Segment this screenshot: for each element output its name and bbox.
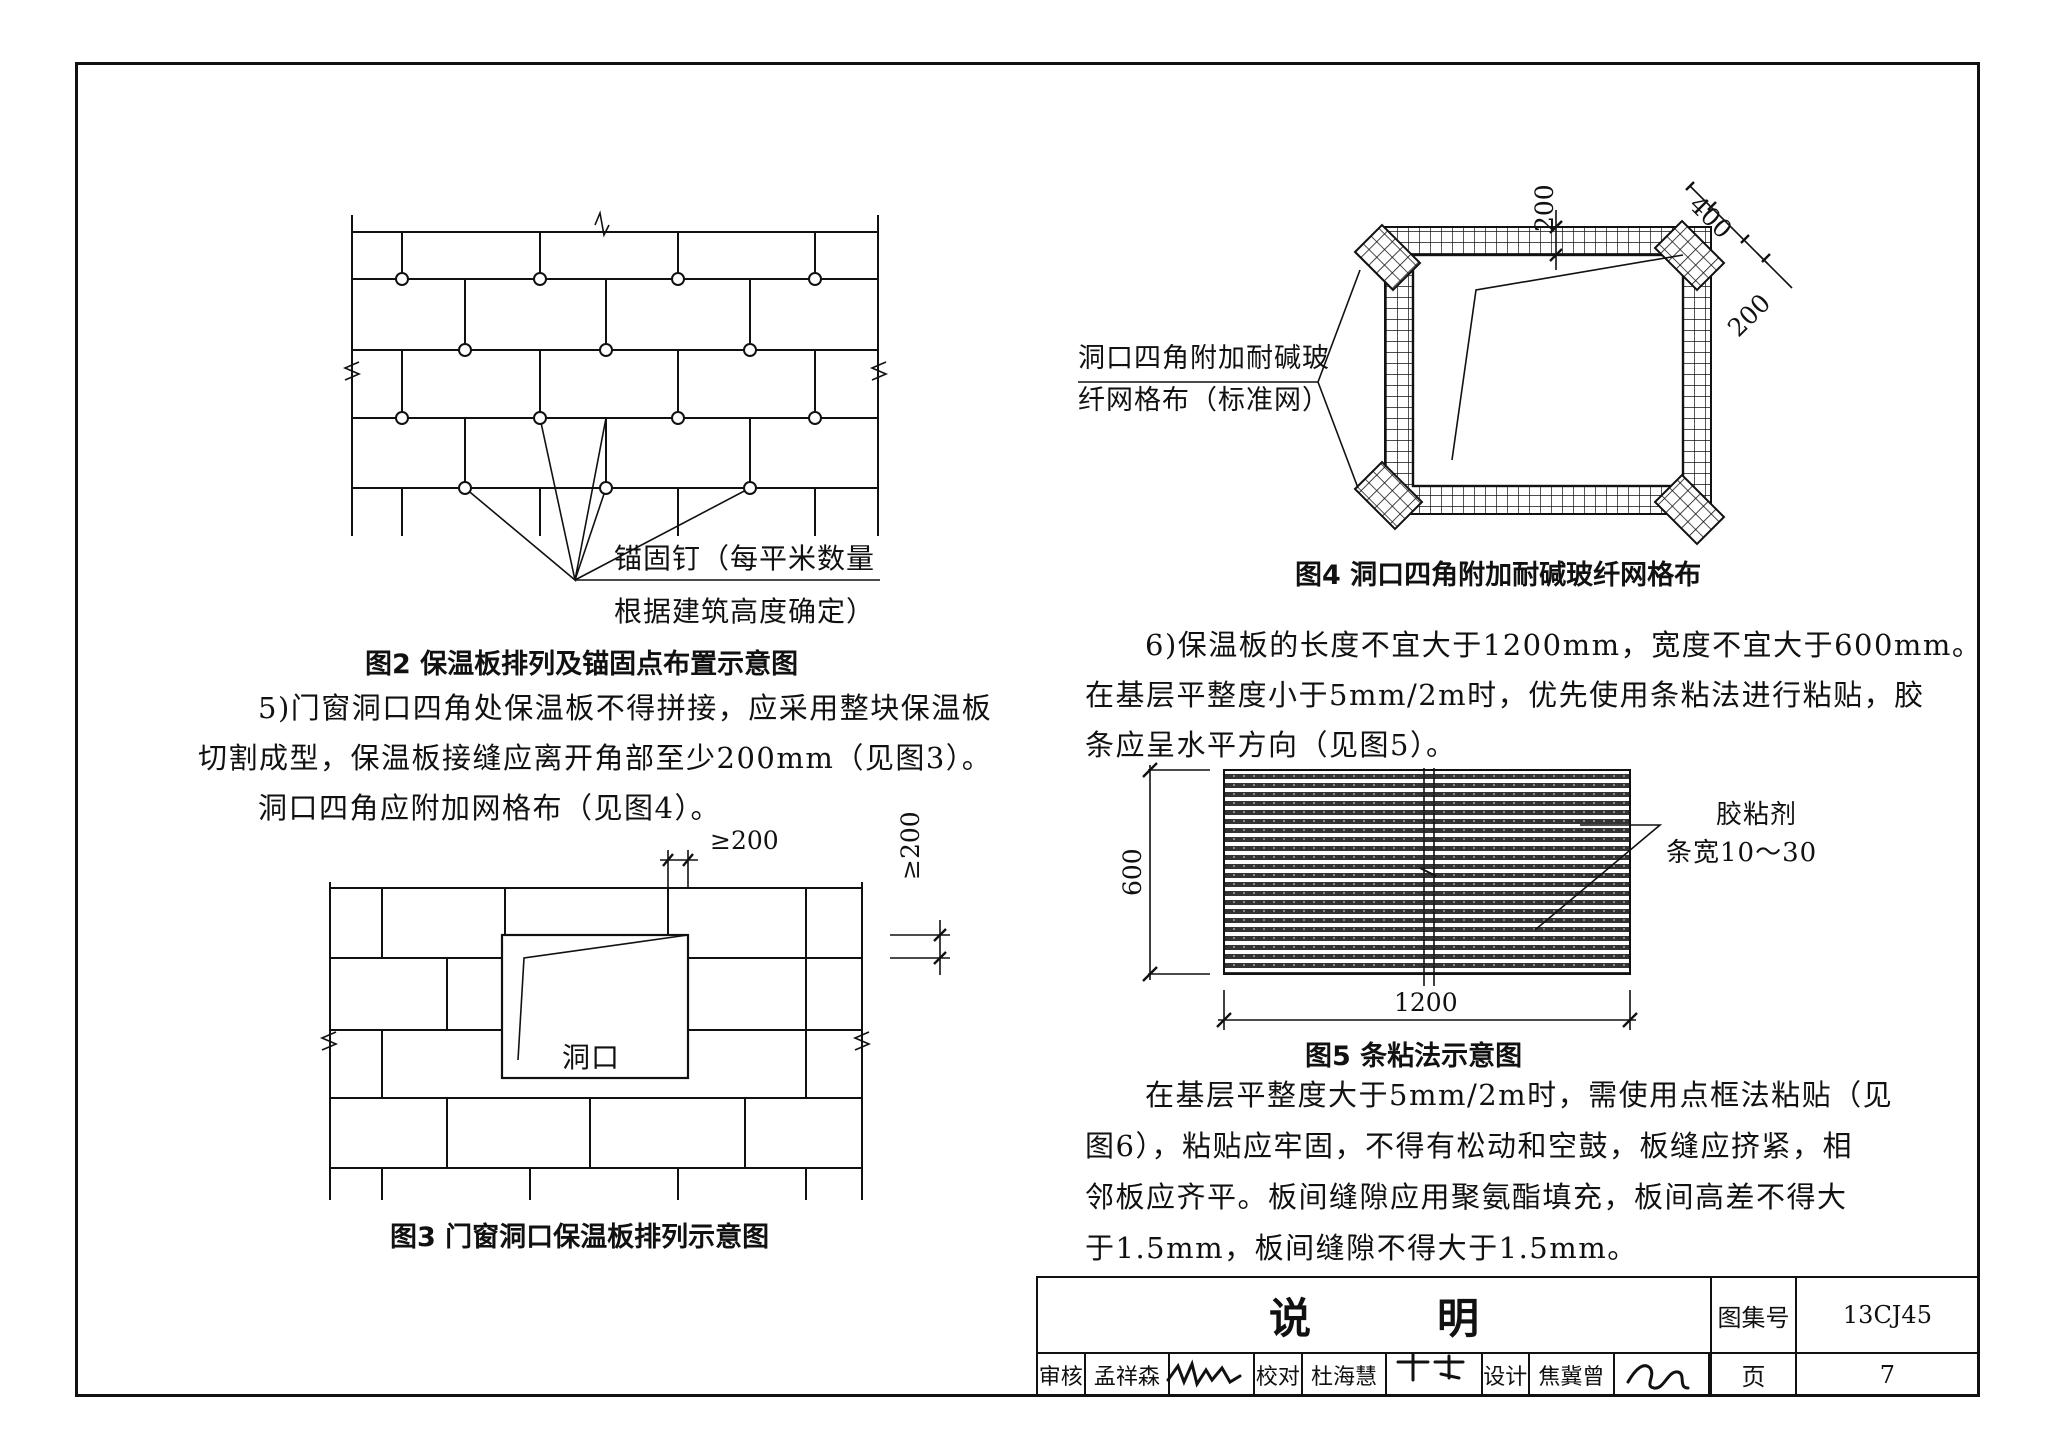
paragraph-7-line4: 于1.5mm，板间缝隙不得大于1.5mm。 [1085,1231,1638,1265]
paragraph-5: 5)门窗洞口四角处保温板不得拼接，应采用整块保温板 切割成型，保温板接缝应离开角… [198,683,992,833]
fig4-callout-line1: 洞口四角附加耐碱玻 [1078,343,1330,374]
paragraph-5-line1: 5)门窗洞口四角处保温板不得拼接，应采用整块保温板 [258,691,993,725]
paragraph-6-line1: 6)保温板的长度不宜大于1200mm，宽度不宜大于600mm。 [1145,628,1983,662]
paragraph-5-line3: 洞口四角应附加网格布（见图4）。 [258,791,721,825]
review-name: 孟祥森 [1083,1352,1171,1397]
paragraph-7-line3: 邻板应齐平。板间缝隙应用聚氨酯填充，板间高差不得大 [1085,1180,1848,1214]
fig3-dim-horizontal: ≥200 [710,826,779,855]
paragraph-7-line1: 在基层平整度大于5mm/2m时，需使用点框法粘贴（见 [1145,1078,1894,1112]
fig3-caption: 图3 门窗洞口保温板排列示意图 [390,1222,770,1253]
check-name: 杜海慧 [1300,1352,1388,1397]
paragraph-6-line2: 在基层平整度小于5mm/2m时，优先使用条粘法进行粘贴，胶 [1085,678,1925,712]
fig5-strip-label: 条宽10～30 [1666,838,1818,868]
design-signature-cell [1612,1352,1710,1397]
fig3-opening-layout [319,850,950,1200]
check-signature-cell [1385,1352,1483,1397]
paragraph-7-line2: 图6），粘贴应牢固，不得有松动和空鼓，板缝应挤紧，相 [1085,1129,1853,1163]
fig5-dim-height: 600 [1118,848,1147,896]
fig5-adhesive-label: 胶粘剂 [1716,800,1798,830]
paragraph-6: 6)保温板的长度不宜大于1200mm，宽度不宜大于600mm。 在基层平整度小于… [1085,620,1982,770]
fig4-dim-top: 200 [1530,184,1559,232]
atlas-value: 13CJ45 [1794,1276,1981,1354]
check-label: 校对 [1253,1352,1303,1397]
atlas-label: 图集号 [1710,1276,1797,1354]
review-label: 审核 [1036,1352,1086,1397]
title-block: 说 明 图集号 13CJ45 审核 孟祥森 校对 杜海慧 设计 焦冀曾 页 7 [1035,1276,1981,1397]
fig2-callout-line2: 根据建筑高度确定） [614,595,876,628]
design-label: 设计 [1480,1352,1531,1397]
page-value: 7 [1794,1352,1981,1397]
drawing-frame [75,62,1980,1397]
fig5-caption: 图5 条粘法示意图 [1305,1041,1523,1072]
paragraph-5-line2: 切割成型，保温板接缝应离开角部至少200mm（见图3）。 [198,741,993,775]
fig5-dim-width: 1200 [1394,988,1458,1017]
fig3-opening-label: 洞口 [562,1041,621,1074]
design-name: 焦冀曾 [1528,1352,1615,1397]
fig4-corner-mesh [1078,181,1793,546]
review-signature-cell [1168,1352,1256,1397]
fig4-caption: 图4 洞口四角附加耐碱玻纤网格布 [1295,560,1702,591]
fig2-anchor-points [395,272,822,495]
title-block-title: 说 明 [1035,1276,1713,1354]
fig4-callout-line2: 纤网格布（标准网） [1078,385,1330,416]
fig3-dim-vertical: ≥200 [896,811,925,880]
paragraph-6-line3: 条应呈水平方向（见图5）。 [1085,728,1457,762]
fig2-board-layout [342,210,889,583]
fig2-callout-line1: 锚固钉（每平米数量 [614,542,876,575]
paragraph-7: 在基层平整度大于5mm/2m时，需使用点框法粘贴（见 图6），粘贴应牢固，不得有… [1085,1070,1893,1274]
fig5-strip-adhesive [1142,762,1663,1030]
page-label: 页 [1710,1352,1797,1397]
fig2-caption: 图2 保温板排列及锚固点布置示意图 [365,649,799,680]
